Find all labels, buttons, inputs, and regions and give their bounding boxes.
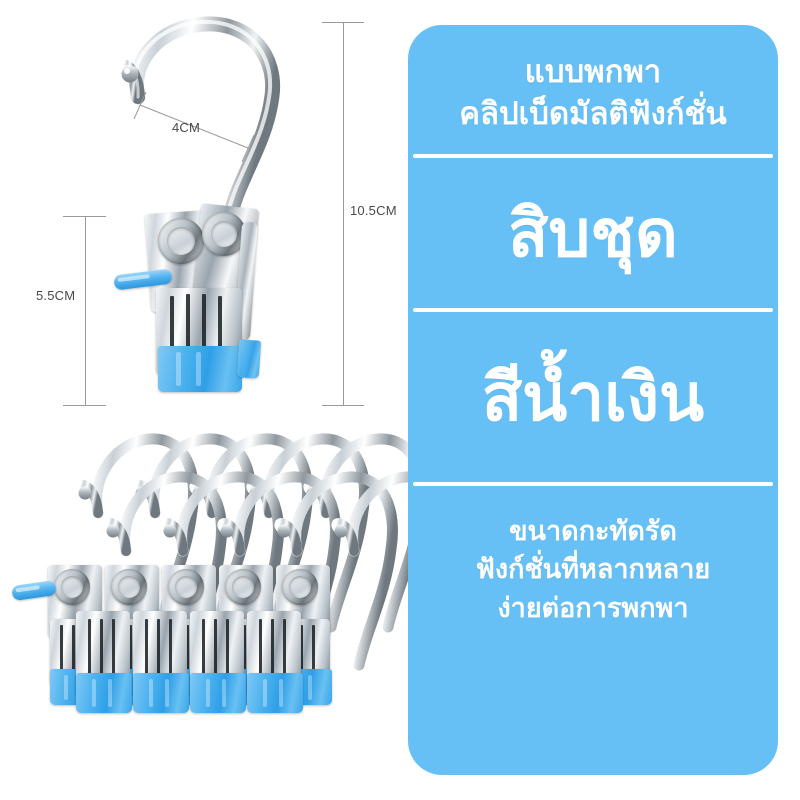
dimension-cap-top	[322, 22, 364, 23]
clip-ring-right-hole	[211, 221, 237, 247]
dimension-line-total-height	[343, 22, 344, 406]
clip-blue-tip-rear	[236, 339, 262, 379]
feature-line-3: ง่ายต่อการพกพา	[497, 592, 689, 623]
clip-tip-groove	[196, 352, 201, 386]
quantity-value: สิบชุด	[508, 196, 678, 271]
clip-ring-left-hole	[167, 227, 195, 255]
dimension-label-clip-height: 5.5CM	[36, 288, 76, 303]
dimension-cap-bottom	[63, 405, 106, 406]
dimension-line-clip-height	[85, 216, 86, 406]
clip-blue-tip	[158, 346, 242, 392]
headline-line-1: แบบพกพา	[524, 54, 662, 89]
features-block: ขนาดกะทัดรัด ฟังก์ชั่นที่หลากหลาย ง่ายต่…	[408, 512, 778, 627]
quantity-block: สิบชุด	[508, 158, 678, 308]
panel-divider	[413, 308, 773, 313]
panel-divider	[413, 154, 773, 159]
headline-block: แบบพกพา คลิปเบ็ดมัลติฟังก์ชั่น	[408, 51, 778, 134]
dimension-label-hook-width: 4CM	[172, 120, 201, 135]
clip-slot	[218, 296, 222, 360]
clip-group-ten	[0, 415, 455, 790]
color-block: สีน้ำเงิน	[482, 312, 704, 482]
panel-divider	[413, 482, 773, 487]
dimension-label-total-height: 10.5CM	[350, 203, 397, 218]
hero-clip-product	[0, 0, 400, 410]
product-photo-area: 10.5CM 5.5CM 4CM	[0, 0, 400, 800]
group-clip	[239, 453, 399, 698]
feature-line-2: ฟังก์ชั่นที่หลากหลาย	[475, 554, 711, 585]
color-value: สีน้ำเงิน	[481, 360, 705, 435]
dimension-cap-top	[63, 216, 106, 217]
dimension-line-hook-width	[130, 92, 260, 162]
dimension-cap-bottom	[322, 405, 364, 406]
headline-line-2: คลิปเบ็ดมัลติฟังก์ชั่น	[459, 95, 727, 131]
clip-slot	[202, 294, 206, 360]
clip-slot	[170, 296, 174, 360]
clip-slot	[186, 294, 190, 360]
info-panel: แบบพกพา คลิปเบ็ดมัลติฟังก์ชั่น สิบชุด สี…	[408, 25, 778, 775]
clip-tip-groove	[176, 352, 181, 386]
hook-graphic	[116, 16, 281, 254]
feature-line-1: ขนาดกะทัดรัด	[509, 516, 677, 547]
